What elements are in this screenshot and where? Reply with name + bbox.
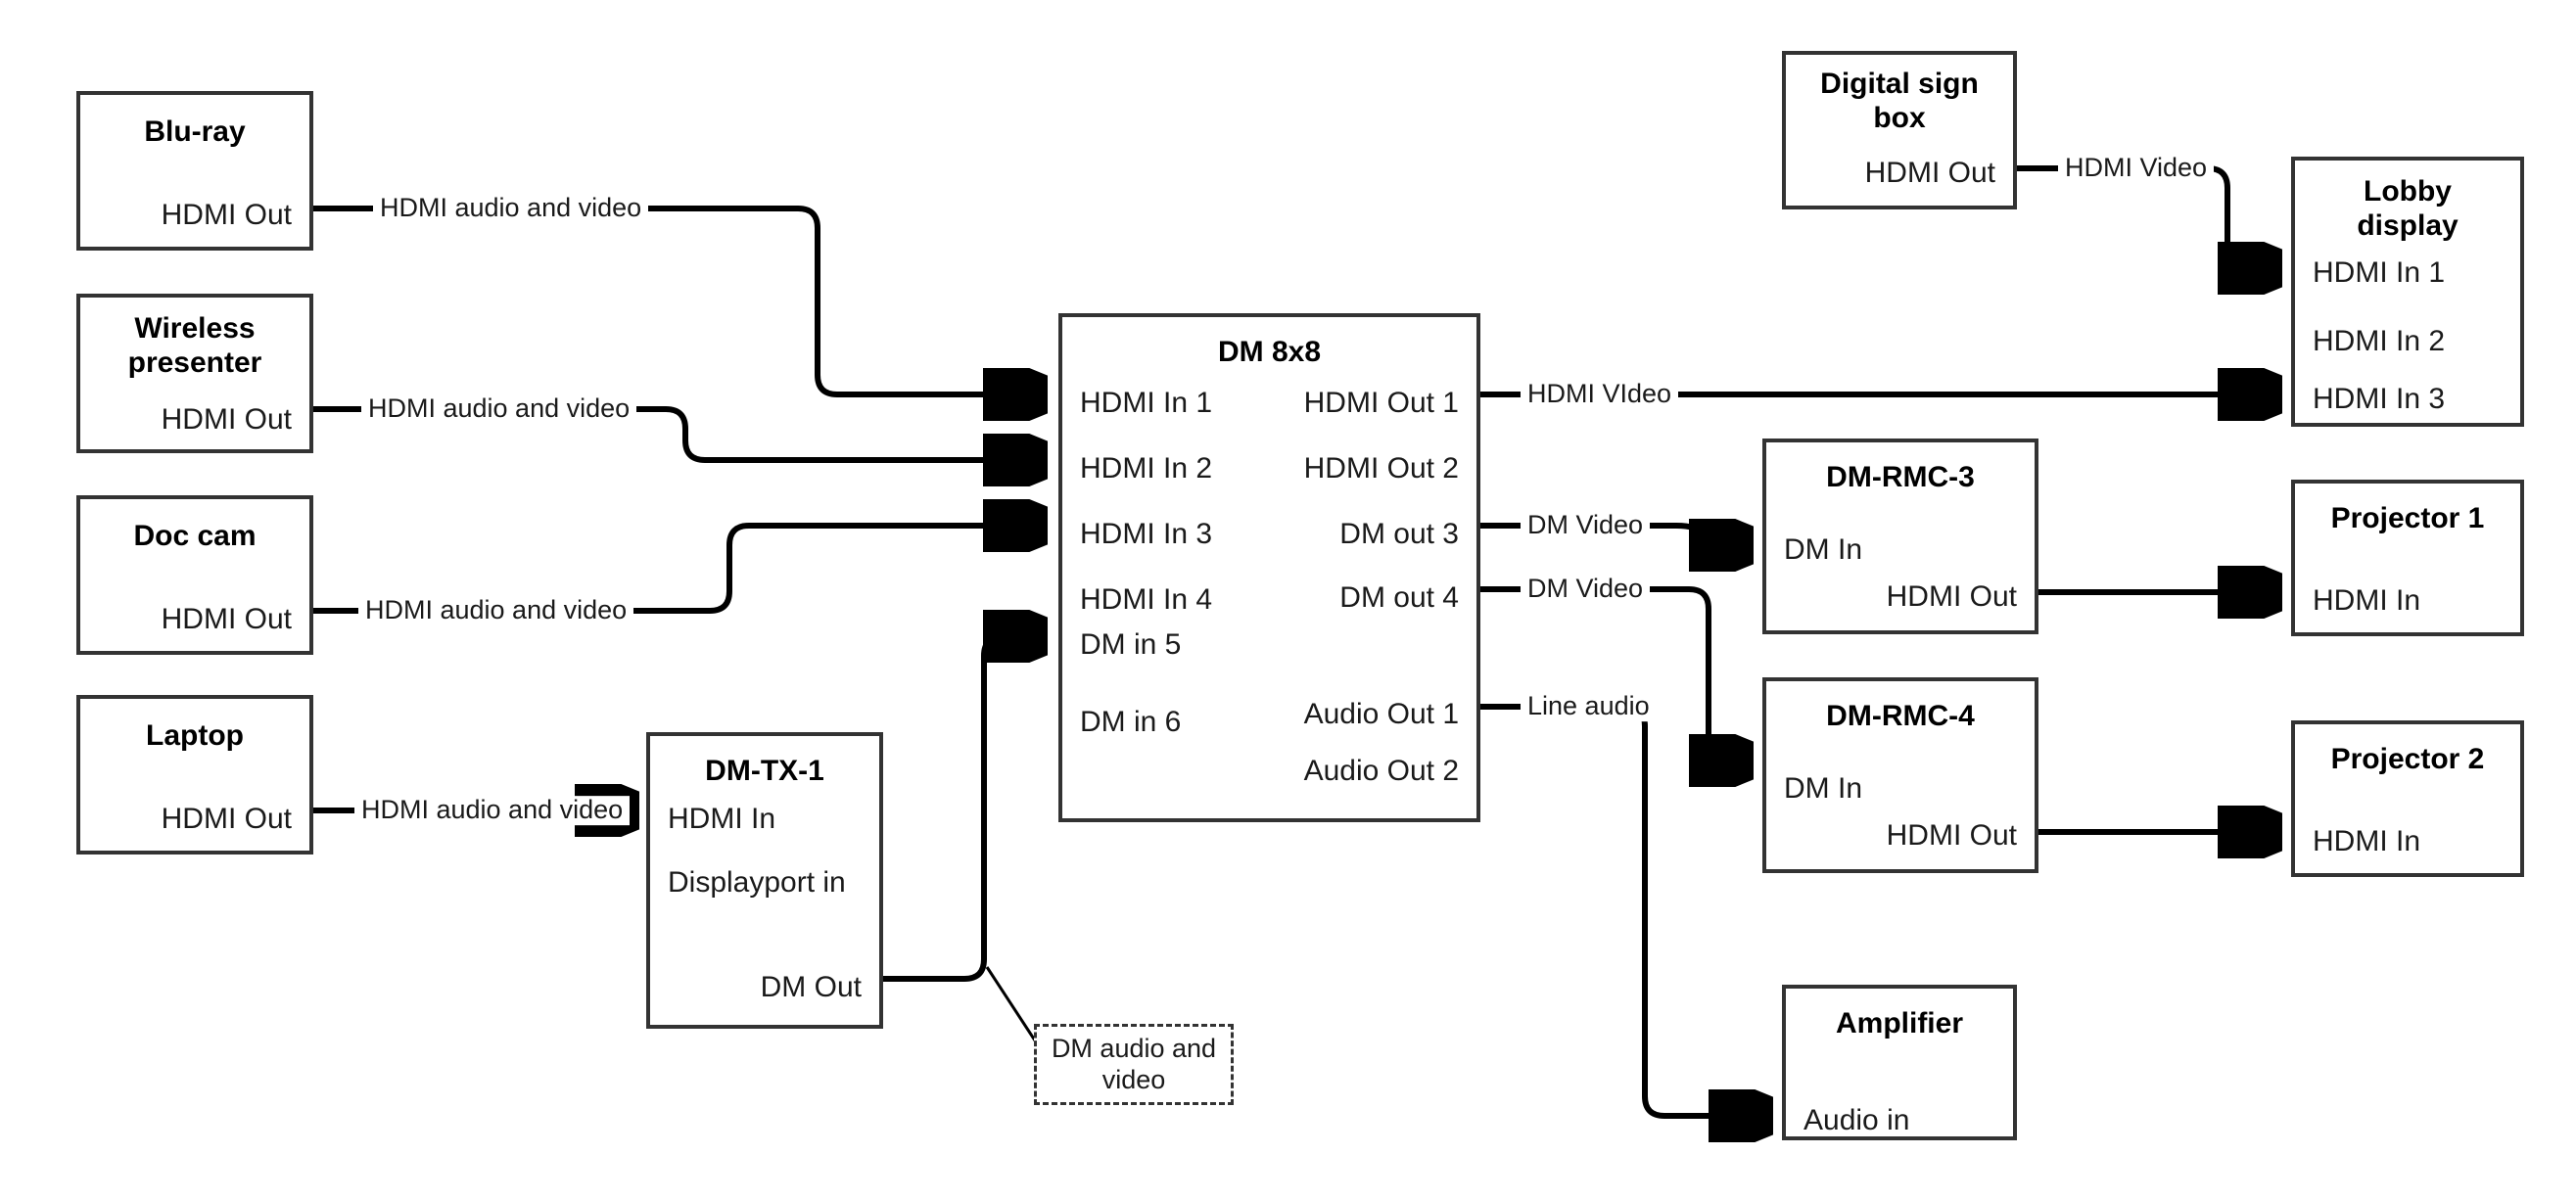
device-title-line1: Digital sign [1820,68,1979,100]
device-title-doc-cam: Doc cam [133,520,257,552]
port-dm-8x8-dm-out-3[interactable]: DM out 3 [1339,518,1459,550]
wire-dmtx1-to-dm8x8 [883,636,1043,982]
device-title-projector-2: Projector 2 [2330,743,2485,775]
edge-label-dm-out3: DM Video [1521,510,1651,540]
wire-dm8x8-to-amplifier [1480,704,1768,1116]
port-projector-1-hdmi-in[interactable]: HDMI In [2313,584,2421,617]
device-title-lobby-display: Lobby display [2295,174,2520,244]
port-lobby-display-hdmi-in-3[interactable]: HDMI In 3 [2313,383,2446,415]
port-dm-8x8-dm-in-5[interactable]: DM in 5 [1080,628,1182,661]
edge-label-hdmi-out1: HDMI VIdeo [1521,379,1679,409]
device-title-wireless-presenter: Wireless presenter [80,311,309,381]
edge-label-sign-to-lobby: HDMI Video [2058,153,2215,183]
device-title-line1: Wireless [134,312,256,345]
device-title-dm-rmc-4: DM-RMC-4 [1826,700,1975,732]
edge-label-bluray: HDMI audio and video [373,193,649,223]
port-amplifier-audio-in[interactable]: Audio in [1803,1104,1910,1136]
device-title-line1: Lobby [2364,175,2452,208]
device-box-projector-2[interactable]: Projector 2 HDMI In [2291,720,2524,877]
port-dm-rmc-3-dm-in[interactable]: DM In [1784,533,1863,566]
device-box-dm-tx-1[interactable]: DM-TX-1 HDMI In Displayport in DM Out [646,732,883,1029]
port-dm-tx-1-dm-out[interactable]: DM Out [760,971,862,1003]
port-wireless-presenter-hdmi-out[interactable]: HDMI Out [161,403,292,436]
port-dm-8x8-audio-out-1[interactable]: Audio Out 1 [1303,698,1459,730]
wire-sign-to-lobby-hdmi1 [2017,165,2277,268]
device-title-bluray: Blu-ray [144,115,246,148]
device-title-dm-8x8: DM 8x8 [1217,336,1322,368]
port-dm-8x8-hdmi-in-4[interactable]: HDMI In 4 [1080,583,1213,616]
device-box-doc-cam[interactable]: Doc cam HDMI Out [76,495,313,655]
callout-dm-audio-and-video: DM audio and video [1034,1024,1234,1105]
port-lobby-display-hdmi-in-1[interactable]: HDMI In 1 [2313,256,2446,289]
device-title-digital-sign-box: Digital sign box [1786,67,2013,136]
device-box-projector-1[interactable]: Projector 1 HDMI In [2291,480,2524,636]
device-title-line2: box [1873,102,1926,135]
device-title-line2: presenter [127,346,262,380]
port-lobby-display-hdmi-in-2[interactable]: HDMI In 2 [2313,325,2446,357]
device-box-lobby-display[interactable]: Lobby display HDMI In 1 HDMI In 2 HDMI I… [2291,157,2524,427]
device-box-wireless-presenter[interactable]: Wireless presenter HDMI Out [76,294,313,453]
port-dm-8x8-dm-out-4[interactable]: DM out 4 [1339,581,1459,614]
device-box-amplifier[interactable]: Amplifier Audio in [1782,985,2017,1140]
device-box-laptop[interactable]: Laptop HDMI Out [76,695,313,855]
port-laptop-hdmi-out[interactable]: HDMI Out [161,803,292,835]
device-box-dm-8x8[interactable]: DM 8x8 HDMI In 1 HDMI In 2 HDMI In 3 HDM… [1058,313,1480,822]
edge-label-doccam: HDMI audio and video [358,595,634,625]
device-box-dm-rmc-3[interactable]: DM-RMC-3 DM In HDMI Out [1762,439,2038,634]
port-dm-8x8-hdmi-in-1[interactable]: HDMI In 1 [1080,387,1213,419]
port-dm-8x8-hdmi-in-3[interactable]: HDMI In 3 [1080,518,1213,550]
port-dm-8x8-dm-in-6[interactable]: DM in 6 [1080,706,1182,738]
device-title-dm-tx-1: DM-TX-1 [705,755,824,787]
device-title-laptop: Laptop [146,719,244,752]
wire-bluray-to-dm8x8 [313,206,1043,394]
port-dm-8x8-audio-out-2[interactable]: Audio Out 2 [1303,755,1459,787]
device-title-amplifier: Amplifier [1835,1007,1964,1039]
port-dm-8x8-hdmi-out-2[interactable]: HDMI Out 2 [1303,452,1459,485]
port-dm-8x8-hdmi-out-1[interactable]: HDMI Out 1 [1303,387,1459,419]
device-box-bluray[interactable]: Blu-ray HDMI Out [76,91,313,251]
port-dm-8x8-hdmi-in-2[interactable]: HDMI In 2 [1080,452,1213,485]
port-dm-tx-1-displayport-in[interactable]: Displayport in [668,866,846,899]
port-projector-2-hdmi-in[interactable]: HDMI In [2313,825,2421,857]
port-dm-rmc-4-hdmi-out[interactable]: HDMI Out [1886,819,2017,852]
port-dm-rmc-3-hdmi-out[interactable]: HDMI Out [1886,580,2017,613]
edge-label-dm-out4: DM Video [1521,574,1651,604]
port-digital-sign-box-hdmi-out[interactable]: HDMI Out [1864,157,1995,189]
port-dm-tx-1-hdmi-in[interactable]: HDMI In [668,803,776,835]
device-title-line2: display [2357,209,2459,243]
edge-label-wireless: HDMI audio and video [361,393,637,424]
edge-label-laptop: HDMI audio and video [354,795,631,825]
port-doc-cam-hdmi-out[interactable]: HDMI Out [161,603,292,635]
port-dm-rmc-4-dm-in[interactable]: DM In [1784,772,1863,805]
edge-label-audio-out1: Line audio [1521,691,1657,721]
device-title-projector-1: Projector 1 [2330,502,2485,534]
port-bluray-hdmi-out[interactable]: HDMI Out [161,199,292,231]
device-box-dm-rmc-4[interactable]: DM-RMC-4 DM In HDMI Out [1762,677,2038,873]
device-title-dm-rmc-3: DM-RMC-3 [1826,461,1975,493]
wire-dm8x8-to-dmrmc4 [1480,586,1749,761]
device-box-digital-sign-box[interactable]: Digital sign box HDMI Out [1782,51,2017,209]
